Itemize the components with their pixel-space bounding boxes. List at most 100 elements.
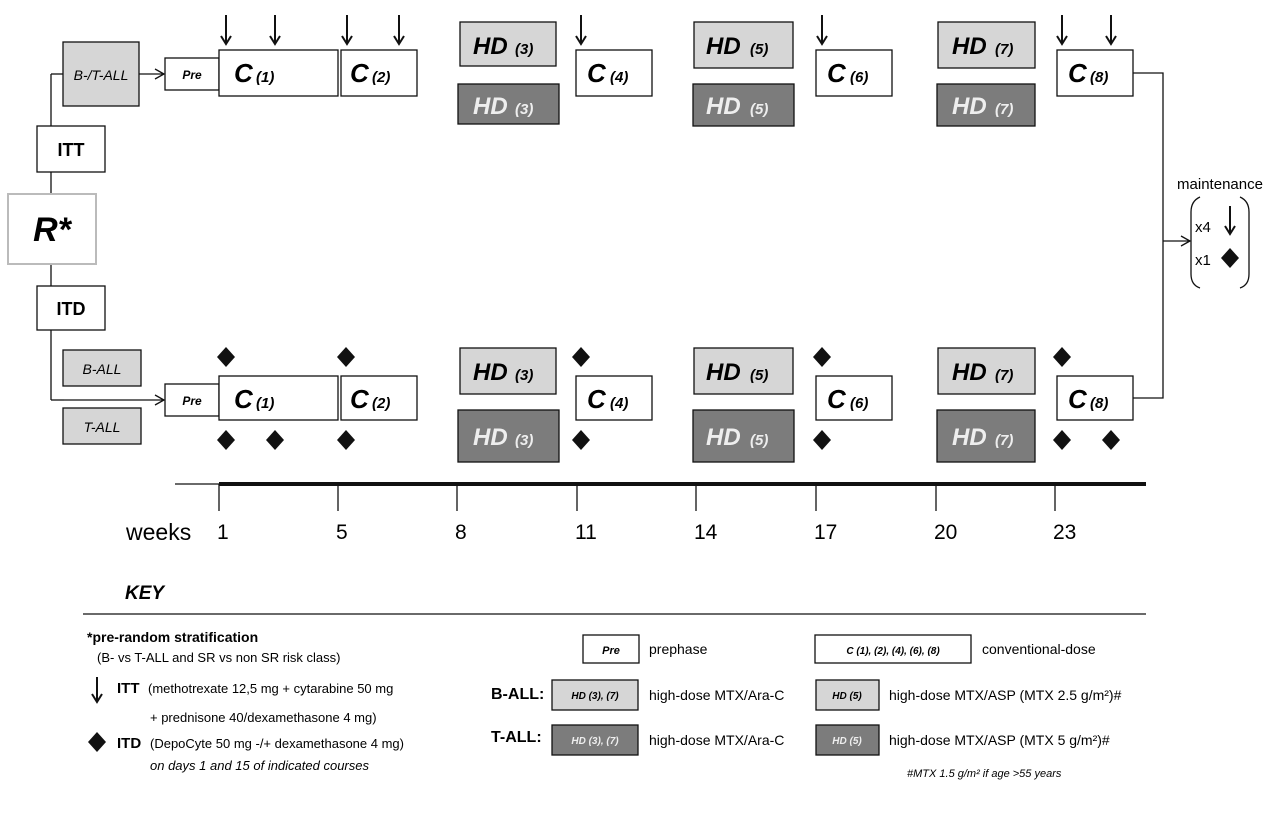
svg-text:(6): (6) <box>850 69 868 86</box>
svg-text:(3): (3) <box>515 367 533 384</box>
key-hd37-t-desc: high-dose MTX/Ara-C <box>649 732 784 748</box>
key-hd5-b-desc: high-dose MTX/ASP (MTX 2.5 g/m²)# <box>889 687 1122 703</box>
key-itt-desc-1: (methotrexate 12,5 mg + cytarabine 50 mg <box>148 681 393 696</box>
svg-text:HD: HD <box>952 93 987 120</box>
hd3-box-top-light: HD (3) <box>459 21 557 67</box>
key-itd-desc-2: on days 1 and 15 of indicated courses <box>150 758 369 773</box>
svg-text:C: C <box>1068 58 1088 88</box>
svg-text:C: C <box>827 384 847 414</box>
maintenance-x4: x4 <box>1195 219 1211 236</box>
arm-itd-b-box: B-ALL <box>62 349 142 387</box>
maintenance-bracket-right <box>1239 196 1250 289</box>
svg-text:(8): (8) <box>1090 69 1108 86</box>
svg-text:(4): (4) <box>610 69 628 86</box>
hd5-box-bottom-light: HD (5) <box>693 347 794 395</box>
svg-text:C: C <box>350 58 370 88</box>
itd-label: ITD <box>57 299 86 319</box>
itd-diamond-icon <box>572 430 590 450</box>
arm-itd-t-label: T-ALL <box>84 419 121 435</box>
itt-arrow-icon <box>269 15 281 46</box>
itd-diamond-icon <box>1053 430 1071 450</box>
svg-text:HD: HD <box>952 33 987 60</box>
itt-arrow-icon <box>816 15 828 46</box>
svg-text:(2): (2) <box>372 395 390 412</box>
hd7-box-bottom-light: HD (7) <box>937 347 1036 395</box>
svg-text:HD (3), (7): HD (3), (7) <box>571 691 619 702</box>
itd-diamond-icon <box>813 347 831 367</box>
itt-arrows <box>220 15 1117 46</box>
svg-text:C: C <box>350 384 370 414</box>
key-hd37-b-desc: high-dose MTX/Ara-C <box>649 687 784 703</box>
itd-diamond-icon <box>337 347 355 367</box>
key-c-desc: conventional-dose <box>982 641 1096 657</box>
svg-text:(7): (7) <box>995 367 1013 384</box>
svg-text:(7): (7) <box>995 432 1013 449</box>
connector-top-to-maintenance <box>1133 72 1164 399</box>
key-hd37-t-box: HD (3), (7) <box>551 724 639 756</box>
hd3-box-top-dark: HD (3) <box>457 83 560 125</box>
c6-box-bottom: C (6) <box>815 375 893 421</box>
svg-text:(5): (5) <box>750 367 768 384</box>
c4-box-bottom: C (4) <box>575 375 653 421</box>
svg-text:C: C <box>827 58 847 88</box>
key-pre-box: Pre <box>582 634 640 664</box>
arm-itd-t-box: T-ALL <box>62 407 142 445</box>
hd5-box-bottom-dark: HD (5) <box>692 409 795 463</box>
timeline-tick-label: 5 <box>336 521 348 544</box>
c1-box-top: C (1) <box>218 49 339 97</box>
svg-text:(1): (1) <box>256 395 274 412</box>
timeline-tick-label: 20 <box>934 521 957 544</box>
c6-box-top: C (6) <box>815 49 893 97</box>
hd3-box-bottom-dark: HD (3) <box>457 409 560 463</box>
timeline-tick-label: 11 <box>575 521 597 544</box>
itd-diamond-icon <box>813 430 831 450</box>
svg-text:Pre: Pre <box>182 68 202 82</box>
key-footnote: #MTX 1.5 g/m² if age >55 years <box>907 768 1062 780</box>
svg-text:C: C <box>587 58 607 88</box>
maintenance-bracket-left <box>1190 196 1201 289</box>
itd-diamond-icon <box>337 430 355 450</box>
itd-diamond-icon <box>1053 347 1071 367</box>
svg-text:HD: HD <box>706 93 741 120</box>
key-pre-random-desc: (B- vs T-ALL and SR vs non SR risk class… <box>97 650 340 665</box>
maintenance-arrow-icon <box>1224 206 1236 236</box>
randomization-label: R* <box>33 211 73 249</box>
maintenance-label: maintenance <box>1177 176 1263 193</box>
timeline-tick-label: 1 <box>217 521 229 544</box>
pre-box-bottom: Pre <box>164 383 220 417</box>
hd7-box-bottom-dark: HD (7) <box>936 409 1036 463</box>
svg-text:HD (3), (7): HD (3), (7) <box>571 736 619 747</box>
hd5-box-top-light: HD (5) <box>693 21 794 69</box>
itd-diamond-icon <box>572 347 590 367</box>
maintenance-diamond-icon <box>1221 248 1239 268</box>
weeks-label: weeks <box>125 519 191 545</box>
timeline-tick-label: 17 <box>814 521 837 544</box>
c2-box-bottom: C (2) <box>340 375 418 421</box>
itd-diamond-icon <box>1102 430 1120 450</box>
key-t-all-label: T-ALL: <box>491 729 542 746</box>
svg-text:HD: HD <box>706 359 741 386</box>
svg-text:HD: HD <box>473 424 508 451</box>
itd-diamonds <box>217 347 1120 450</box>
svg-text:(7): (7) <box>995 41 1013 58</box>
itt-arrow-icon <box>220 15 232 46</box>
itd-diamond-icon <box>217 430 235 450</box>
svg-text:(3): (3) <box>515 432 533 449</box>
key-pre-random-title: *pre-random stratification <box>87 629 258 645</box>
svg-text:C: C <box>234 384 254 414</box>
svg-text:(5): (5) <box>750 41 768 58</box>
timeline-tick-label: 8 <box>455 521 467 544</box>
svg-text:Pre: Pre <box>602 645 620 657</box>
c8-box-bottom: C (8) <box>1056 375 1134 421</box>
key-title: KEY <box>125 583 166 604</box>
timeline-tick-label: 23 <box>1053 521 1076 544</box>
pre-box-top: Pre <box>164 57 220 91</box>
c1-box-bottom: C (1) <box>218 375 339 421</box>
svg-text:(4): (4) <box>610 395 628 412</box>
key-hd5-t-box: HD (5) <box>815 724 880 756</box>
svg-text:C: C <box>1068 384 1088 414</box>
itt-arrow-icon <box>1105 15 1117 46</box>
hd7-box-top-light: HD (7) <box>937 21 1036 69</box>
key-itd-label: ITD <box>117 735 141 752</box>
